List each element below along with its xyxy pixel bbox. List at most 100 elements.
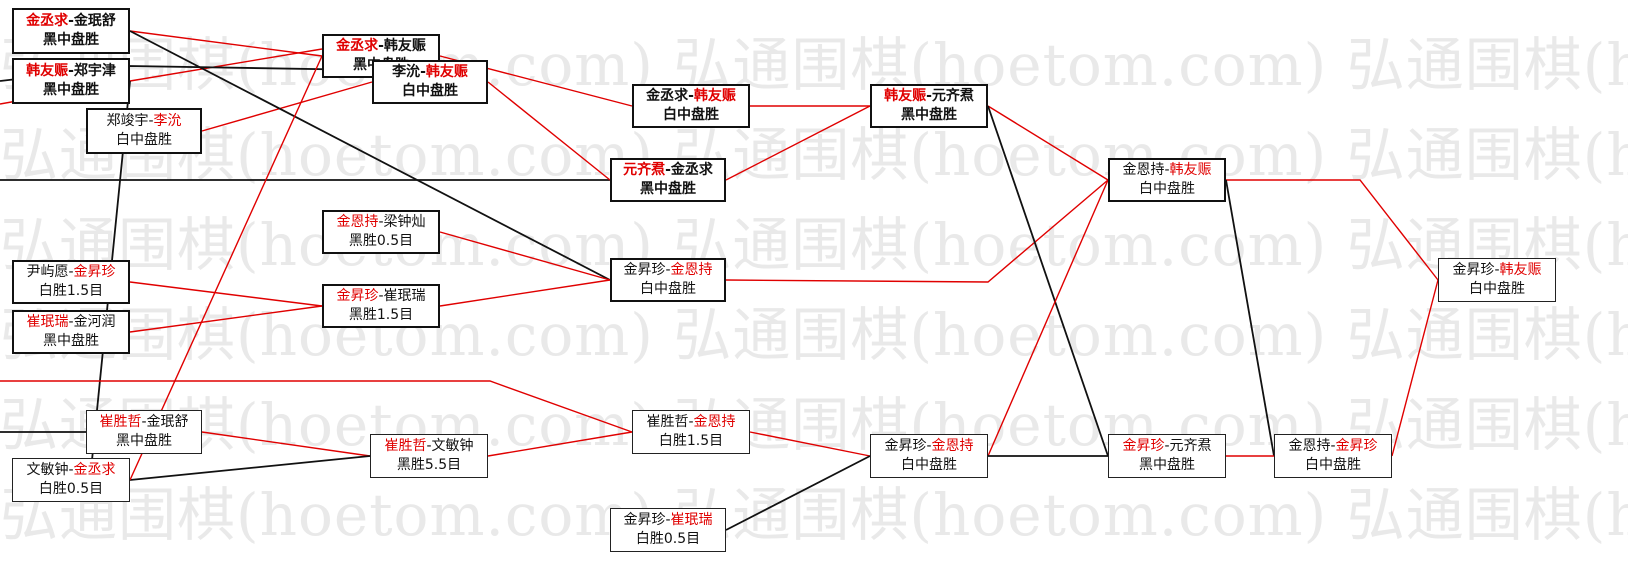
versus-dash: - xyxy=(665,512,671,528)
versus-dash: - xyxy=(148,113,154,129)
match-box: 金昇珍-金恩持白中盘胜 xyxy=(870,434,988,478)
versus-dash: - xyxy=(378,38,384,54)
match-players: 金昇珍-崔珉瑞 xyxy=(336,287,425,306)
match-result: 白中盘胜 xyxy=(901,457,957,473)
bracket-connector-red xyxy=(439,279,611,307)
player-black-name: 文敏钟 xyxy=(26,462,69,478)
player-black-name: 崔胜哲 xyxy=(646,414,689,430)
player-white-name: 文敏钟 xyxy=(431,438,474,454)
match-players: 文敏钟-金丞求 xyxy=(26,461,115,480)
match-players: 尹屿愿-金昇珍 xyxy=(26,263,115,282)
match-box: 金恩持-金昇珍白中盘胜 xyxy=(1274,434,1392,478)
match-result: 白胜1.5目 xyxy=(38,283,104,299)
match-box: 韩友赈-元齐焄黑中盘胜 xyxy=(870,84,988,128)
match-box: 郑竣宇-李沇白中盘胜 xyxy=(86,108,202,154)
player-white-name: 韩友赈 xyxy=(383,38,426,54)
bracket-connector-red xyxy=(725,179,1109,283)
match-result: 黑胜5.5目 xyxy=(396,457,462,473)
player-black-name: 金昇珍 xyxy=(623,262,666,278)
match-box: 金恩持-韩友赈白中盘胜 xyxy=(1108,158,1226,202)
bracket-connector-black xyxy=(1225,179,1275,457)
match-players: 崔胜哲-金恩持 xyxy=(646,413,735,432)
player-white-name: 金恩持 xyxy=(693,414,736,430)
versus-dash: - xyxy=(68,63,74,79)
player-black-name: 金昇珍 xyxy=(623,512,666,528)
match-players: 金恩持-韩友赈 xyxy=(1122,161,1211,180)
match-box: 文敏钟-金丞求白胜0.5目 xyxy=(12,458,130,502)
match-players: 金昇珍-崔珉瑞 xyxy=(623,511,712,530)
match-result: 黑胜0.5目 xyxy=(348,233,414,249)
versus-dash: - xyxy=(141,414,147,430)
match-result: 白胜0.5目 xyxy=(38,481,104,497)
player-white-name: 韩友赈 xyxy=(693,88,736,104)
player-white-name: 郑宇津 xyxy=(73,63,116,79)
match-result: 白中盘胜 xyxy=(1469,281,1525,297)
match-result: 白中盘胜 xyxy=(116,132,172,148)
bracket-connector-red xyxy=(725,105,871,181)
match-result: 白中盘胜 xyxy=(1305,457,1361,473)
match-box: 金昇珍-崔珉瑞白胜0.5目 xyxy=(610,508,726,552)
versus-dash: - xyxy=(688,414,694,430)
player-black-name: 崔胜哲 xyxy=(99,414,142,430)
player-white-name: 金河润 xyxy=(73,314,116,330)
bracket-connector-black xyxy=(725,455,871,531)
match-box: 金丞求-金珉舒黑中盘胜 xyxy=(12,8,130,54)
match-box: 金恩持-梁钟灿黑胜0.5目 xyxy=(322,210,440,254)
match-players: 李沇-韩友赈 xyxy=(392,63,468,82)
player-white-name: 元齐焄 xyxy=(931,88,974,104)
match-players: 金昇珍-元齐焄 xyxy=(1122,437,1211,456)
match-result: 黑中盘胜 xyxy=(116,433,172,449)
bracket-connector-red xyxy=(129,281,323,307)
match-box: 金昇珍-韩友赈白中盘胜 xyxy=(1438,258,1556,302)
versus-dash: - xyxy=(926,88,932,104)
versus-dash: - xyxy=(926,438,932,454)
player-black-name: 金恩持 xyxy=(336,214,379,230)
bracket-connector-red xyxy=(749,431,871,457)
versus-dash: - xyxy=(426,438,432,454)
match-result: 白中盘胜 xyxy=(640,281,696,297)
bracket-connector-red xyxy=(487,81,611,181)
match-result: 黑中盘胜 xyxy=(43,333,99,349)
match-players: 元齐焄-金丞求 xyxy=(623,161,713,180)
match-box: 崔珉瑞-金河润黑中盘胜 xyxy=(12,310,130,354)
match-players: 金昇珍-金恩持 xyxy=(623,261,712,280)
versus-dash: - xyxy=(1330,438,1336,454)
player-black-name: 金丞求 xyxy=(336,38,379,54)
player-white-name: 元齐焄 xyxy=(1169,438,1212,454)
match-result: 黑中盘胜 xyxy=(640,181,696,197)
versus-dash: - xyxy=(1494,262,1500,278)
match-result: 白中盘胜 xyxy=(1139,181,1195,197)
player-white-name: 金昇珍 xyxy=(1335,438,1378,454)
player-white-name: 金恩持 xyxy=(670,262,713,278)
match-players: 崔胜哲-文敏钟 xyxy=(384,437,473,456)
versus-dash: - xyxy=(1164,162,1170,178)
match-result: 黑中盘胜 xyxy=(901,107,957,123)
versus-dash: - xyxy=(420,64,426,80)
match-box: 崔胜哲-文敏钟黑胜5.5目 xyxy=(370,434,488,478)
player-black-name: 金丞求 xyxy=(646,88,689,104)
player-black-name: 金昇珍 xyxy=(336,288,379,304)
match-result: 白胜1.5目 xyxy=(658,433,724,449)
match-box: 尹屿愿-金昇珍白胜1.5目 xyxy=(12,260,130,304)
match-result: 白中盘胜 xyxy=(402,83,458,99)
bracket-connector-red xyxy=(487,431,633,457)
match-players: 金丞求-韩友赈 xyxy=(646,87,736,106)
player-black-name: 金恩持 xyxy=(1288,438,1331,454)
versus-dash: - xyxy=(378,214,384,230)
match-box: 元齐焄-金丞求黑中盘胜 xyxy=(610,158,726,202)
versus-dash: - xyxy=(665,262,671,278)
match-box: 李沇-韩友赈白中盘胜 xyxy=(372,60,488,104)
versus-dash: - xyxy=(68,264,74,280)
player-black-name: 尹屿愿 xyxy=(26,264,69,280)
versus-dash: - xyxy=(1164,438,1170,454)
match-players: 崔胜哲-金珉舒 xyxy=(99,413,188,432)
versus-dash: - xyxy=(688,88,694,104)
player-white-name: 金丞求 xyxy=(73,462,116,478)
versus-dash: - xyxy=(68,13,74,29)
player-white-name: 崔珉瑞 xyxy=(670,512,713,528)
player-white-name: 韩友赈 xyxy=(425,64,468,80)
bracket-connector-black xyxy=(987,105,1109,457)
player-white-name: 崔珉瑞 xyxy=(383,288,426,304)
player-white-name: 金恩持 xyxy=(931,438,974,454)
